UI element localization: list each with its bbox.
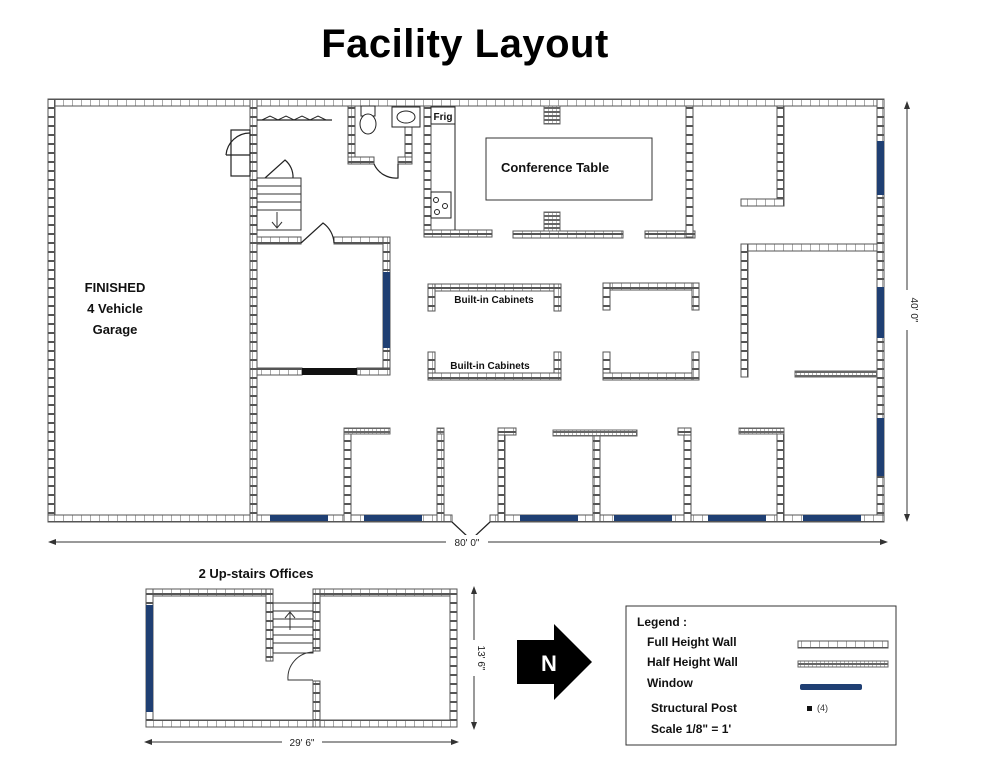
- fridge-label: Frig: [434, 112, 453, 123]
- page-title: Facility Layout: [321, 22, 609, 66]
- bathroom-fixtures: [359, 105, 421, 135]
- legend-post-count: (4): [817, 703, 828, 713]
- fridge: [430, 106, 456, 125]
- garage-label-line1: FINISHED: [85, 280, 146, 295]
- legend-window-label: Window: [647, 676, 694, 690]
- upstairs-title: 2 Up-stairs Offices: [199, 566, 314, 581]
- legend-scale-label: Scale 1/8" = 1': [651, 722, 731, 736]
- legend: Legend : Full Height Wall Half Height Wa…: [625, 605, 897, 746]
- partition-columns: [543, 105, 561, 232]
- legend-half-wall-swatch: [797, 660, 889, 668]
- windows: [270, 141, 884, 521]
- structural-beam: [302, 368, 357, 375]
- legend-post-label: Structural Post: [651, 701, 737, 715]
- legend-window-swatch: [800, 684, 862, 690]
- garage-label-line3: Garage: [93, 322, 138, 337]
- cabinets-label-2: Built-in Cabinets: [450, 361, 530, 372]
- legend-post-swatch: [807, 706, 812, 711]
- main-stair: [256, 177, 302, 231]
- upstairs-width-dimension: 29' 6": [290, 738, 315, 749]
- legend-title: Legend :: [637, 615, 687, 629]
- upstairs-window: [146, 605, 153, 712]
- main-depth-dimension: 40' 0": [908, 298, 919, 323]
- north-label: N: [541, 651, 557, 676]
- legend-half-wall-label: Half Height Wall: [647, 655, 738, 669]
- full-height-walls: [47, 98, 885, 523]
- legend-full-wall-swatch: [797, 640, 889, 649]
- legend-full-wall-label: Full Height Wall: [647, 635, 737, 649]
- conference-table-label: Conference Table: [501, 160, 609, 175]
- kitchen-counter: [430, 124, 456, 230]
- cabinets-label-1: Built-in Cabinets: [454, 295, 534, 306]
- garage-label-line2: 4 Vehicle: [87, 301, 143, 316]
- north-arrow: N: [517, 624, 592, 700]
- upstairs-stair: [272, 602, 314, 681]
- doors: [225, 115, 491, 538]
- main-width-dimension: 80' 0": [455, 538, 480, 549]
- half-height-walls: [343, 370, 878, 437]
- upstairs-depth-dimension: 13' 6": [475, 646, 486, 671]
- conference-table: [485, 137, 653, 201]
